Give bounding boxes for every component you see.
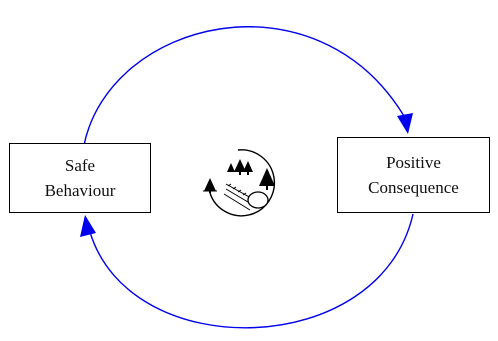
- arrowhead-to-safe-icon: [80, 215, 96, 237]
- node-positive-consequence[interactable]: Positive Consequence: [337, 137, 490, 213]
- link-safe-to-positive[interactable]: [83, 26, 405, 146]
- node-label-line2: Behaviour: [44, 181, 116, 200]
- reinforcing-loop-icon: [203, 149, 276, 217]
- node-label-line1: Positive: [386, 153, 441, 172]
- node-label-line2: Consequence: [368, 178, 459, 197]
- tree-icon: [227, 159, 275, 190]
- node-safe-behaviour[interactable]: Safe Behaviour: [9, 143, 151, 213]
- node-label-line1: Safe: [64, 156, 96, 175]
- link-positive-to-safe[interactable]: [89, 213, 414, 329]
- arrowhead-to-positive-icon: [397, 113, 413, 134]
